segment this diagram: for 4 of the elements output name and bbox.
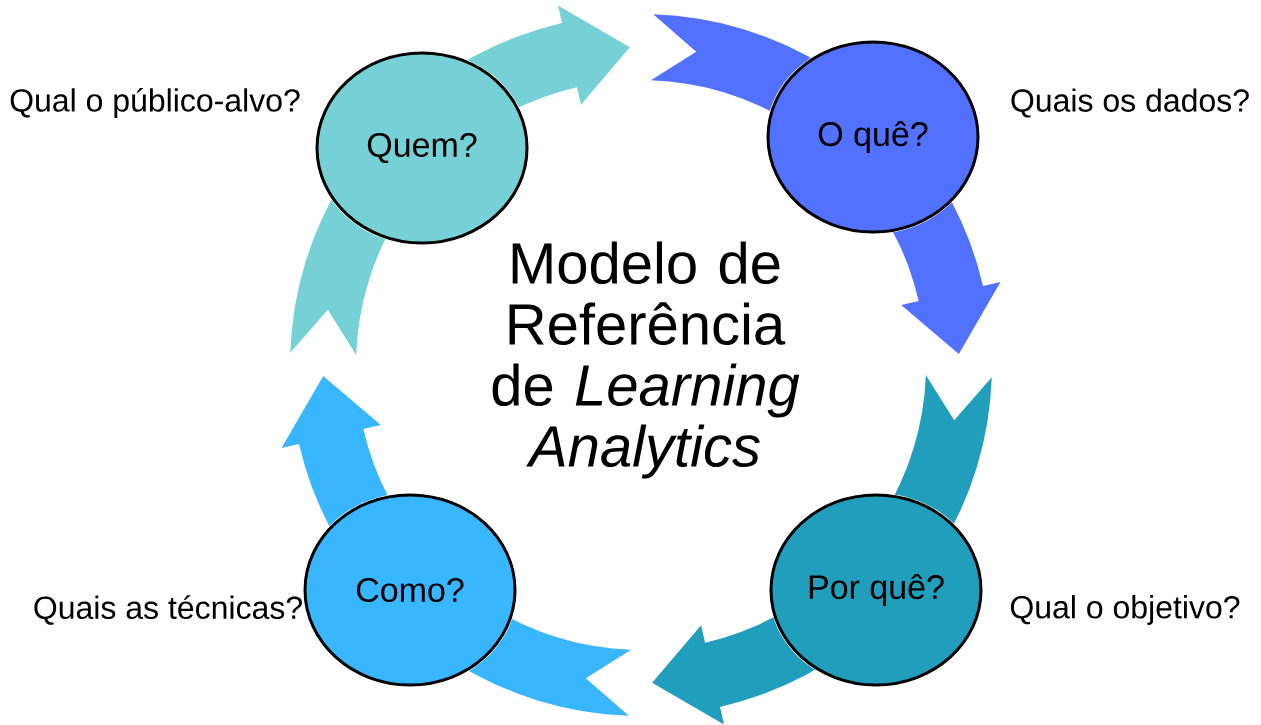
question-label: Quais as técnicas? [34, 595, 302, 625]
question-label: Quais os dados? [1011, 88, 1249, 118]
question-label: Qual o público-alvo? [10, 87, 300, 119]
question-label: Qual o objetivo? [1010, 595, 1240, 625]
